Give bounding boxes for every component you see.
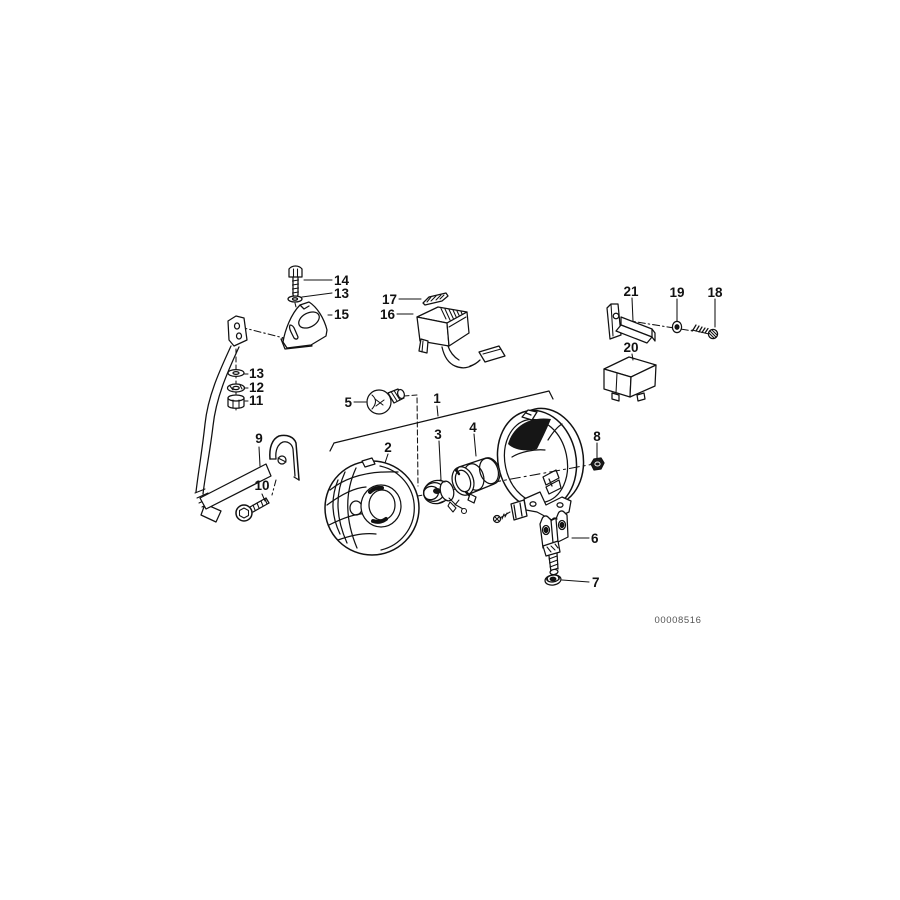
centerline-bracket9-bolt10 [271,479,277,496]
leader-4 [473,433,477,457]
part-11-nut [227,394,245,409]
callout-label-14: 14 [334,273,350,288]
part-7-nut [544,574,562,586]
stay-strap [194,315,248,523]
part-19-washer [671,320,683,334]
callout-label-19: 19 [669,285,684,300]
callout-label-4: 4 [469,420,477,435]
leader-9 [258,446,261,467]
callout-label-18: 18 [707,285,723,300]
leader-lines [243,279,716,583]
leader-13a [301,292,333,298]
doc-number: 00008516 [654,615,701,626]
part-14-bolt [288,265,303,299]
callout-labels: 14 13 15 17 16 13 12 11 5 1 9 10 2 3 4 8… [249,273,723,590]
part-5-bulb [366,388,406,415]
callout-label-11: 11 [249,393,264,408]
callout-label-21: 21 [623,284,639,299]
part-8-nut [590,457,605,471]
part-3-bulb-holder [422,479,468,515]
leader-7 [561,579,590,583]
part-2-lens [324,457,420,556]
part-12-lock-washer [226,383,246,393]
part-13-washer-stack [227,368,245,378]
callout-label-10: 10 [254,478,269,493]
callout-label-12: 12 [249,380,264,395]
callout-label-2: 2 [384,440,392,455]
leader-21 [631,297,634,322]
part-housing-shell [492,407,585,524]
callout-label-20: 20 [623,340,638,355]
callout-label-9: 9 [255,431,263,446]
leader-2 [384,453,389,464]
centerline-bulb-to-holder [403,394,419,487]
part-13-washer [287,295,303,303]
part-10-socket-bolt [235,497,270,522]
part-15-bracket [280,301,328,350]
group-line-item1 [329,390,554,452]
callout-label-8: 8 [593,429,601,444]
callout-label-1: 1 [433,391,441,406]
callout-label-5: 5 [344,395,352,410]
leader-1 [436,405,439,417]
callout-label-7: 7 [592,575,600,590]
part-18-screw [691,324,719,340]
leader-20 [631,353,634,361]
callout-label-6: 6 [591,531,599,546]
callout-label-3: 3 [434,427,442,442]
leader-10 [261,493,266,502]
part-20-relay-unit [603,356,657,402]
leader-3 [438,440,442,481]
part-4-cap [451,457,501,504]
callout-label-13a: 13 [334,286,350,301]
callout-label-16: 16 [380,307,396,322]
part-17-contact-strip [422,292,449,306]
callout-label-17: 17 [382,292,397,307]
callout-label-15: 15 [334,307,350,322]
part-9-holder-arm [199,434,300,510]
callout-label-13b: 13 [249,366,265,381]
part-16-relay [416,306,506,369]
optical-axis-centerline [411,463,595,498]
part-21-bracket [606,303,656,344]
part-6-clevis-mount [539,510,569,576]
